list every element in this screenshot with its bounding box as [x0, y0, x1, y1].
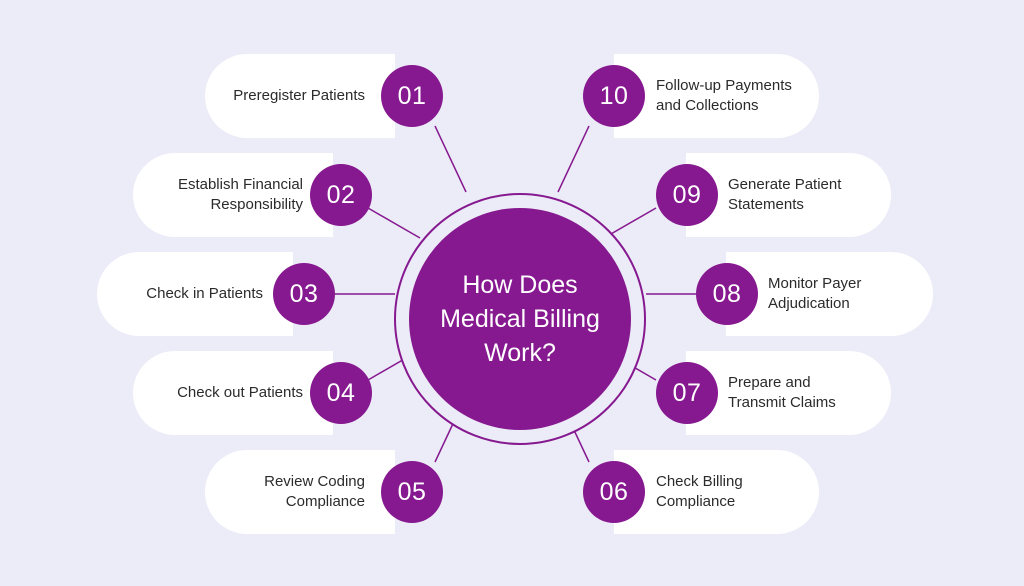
step-05-badge: 05	[381, 461, 443, 523]
step-03-badge: 03	[273, 263, 335, 325]
step-06-label: Check Billing Compliance	[656, 473, 743, 510]
center-hub: How Does Medical Billing Work?	[409, 208, 631, 430]
connector-01	[434, 125, 467, 193]
step-08-badge: 08	[696, 263, 758, 325]
center-title: How Does Medical Billing Work?	[440, 271, 600, 367]
step-07-label: Prepare and Transmit Claims	[728, 374, 836, 411]
step-07-card: Prepare and Transmit Claims	[686, 351, 891, 435]
step-04-label: Check out Patients	[177, 384, 303, 401]
step-01-badge: 01	[381, 65, 443, 127]
step-05-label: Review Coding Compliance	[264, 473, 365, 510]
step-06-badge: 06	[583, 461, 645, 523]
step-05-card: Review Coding Compliance	[205, 450, 395, 534]
step-03-label: Check in Patients	[146, 285, 263, 302]
connector-10	[557, 125, 590, 193]
step-09-label: Generate Patient Statements	[728, 176, 842, 213]
step-08-label: Monitor Payer Adjudication	[768, 275, 862, 312]
step-03-card: Check in Patients	[97, 252, 293, 336]
step-01-card: Preregister Patients	[205, 54, 395, 138]
connector-02	[367, 207, 421, 239]
step-02-label: Establish Financial Responsibility	[177, 176, 303, 213]
step-10-badge: 10	[583, 65, 645, 127]
step-02-badge: 02	[310, 164, 372, 226]
step-04-badge: 04	[310, 362, 372, 424]
step-04-card: Check out Patients	[133, 351, 333, 435]
step-10-card: Follow-up Payments and Collections	[614, 54, 819, 138]
step-07-badge: 07	[656, 362, 718, 424]
step-06-card: Check Billing Compliance	[614, 450, 819, 534]
step-08-card: Monitor Payer Adjudication	[726, 252, 933, 336]
step-10-label: Follow-up Payments and Collections	[656, 77, 792, 114]
step-09-badge: 09	[656, 164, 718, 226]
step-01-label: Preregister Patients	[233, 87, 365, 104]
step-09-card: Generate Patient Statements	[686, 153, 891, 237]
step-02-card: Establish Financial Responsibility	[133, 153, 333, 237]
